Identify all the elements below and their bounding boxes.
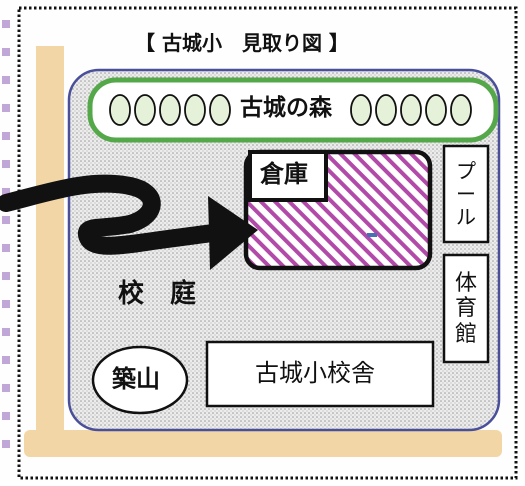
pool-label-char: プ (456, 158, 476, 183)
gym-label-char: 育 (454, 296, 477, 322)
tree-icon (400, 94, 422, 126)
pool-label-char: ー (456, 181, 476, 206)
pool-label-char: ル (456, 204, 476, 229)
tree-icon (184, 94, 206, 126)
forest-trees (109, 94, 472, 126)
map-title: 【 古城小 見取り図 】 (135, 31, 349, 55)
storehouse-marker (367, 233, 377, 237)
left-edge-dashes (2, 20, 10, 448)
mound-label: 築山 (112, 365, 160, 393)
map-frame (17, 6, 518, 480)
tree-icon (209, 94, 231, 126)
pool-label: プ ー ル (444, 150, 488, 238)
road-horizontal (24, 430, 502, 457)
gym-label-char: 体 (454, 271, 477, 297)
storehouse-label-box (248, 150, 328, 202)
courtyard-label: 校 庭 (118, 279, 197, 309)
school-building-label: 古城小校舎 (255, 359, 375, 387)
road-vertical (36, 46, 64, 456)
pool (442, 144, 490, 244)
forest-label-box (238, 95, 346, 125)
gym-label-char: 館 (454, 321, 477, 347)
mound (91, 345, 189, 415)
tree-icon (425, 94, 447, 126)
gym-label: 体 育 館 (444, 262, 488, 356)
forest-label: 古城の森 (240, 95, 332, 121)
tree-icon (134, 94, 156, 126)
tree-icon (450, 94, 472, 126)
curved-arrow-icon (0, 174, 258, 270)
gymnasium (442, 253, 490, 364)
tree-icon (375, 94, 397, 126)
tree-icon (350, 94, 372, 126)
storehouse-label: 倉庫 (260, 160, 308, 188)
tree-icon (159, 94, 181, 126)
school-building (205, 340, 435, 408)
tree-icon (109, 94, 131, 126)
